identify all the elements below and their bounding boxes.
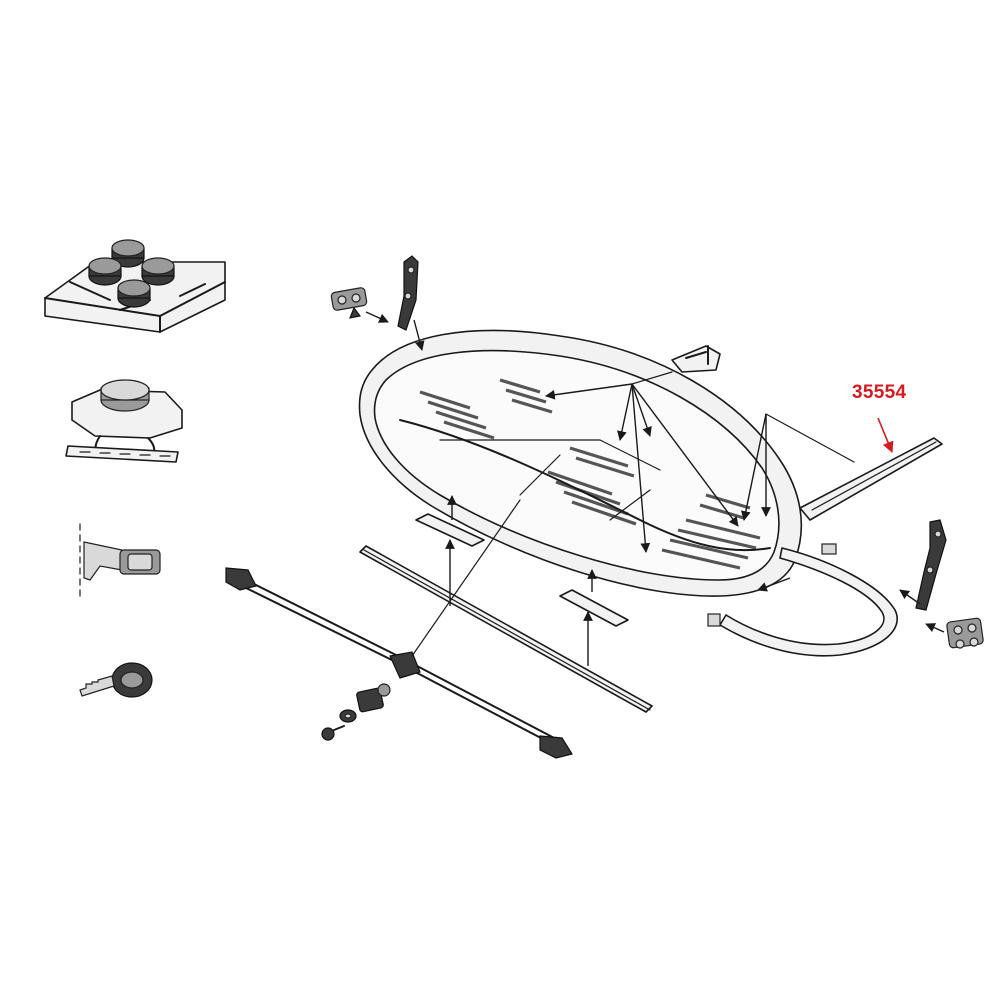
lid-strap — [707, 543, 898, 657]
small-bracket — [671, 345, 721, 373]
hinge-arm-right — [915, 519, 947, 611]
strap-buckle — [79, 523, 161, 601]
knob-icon — [117, 279, 151, 308]
screw-icon — [321, 725, 345, 741]
roof-box-base — [358, 329, 803, 597]
reinforcement-rail — [359, 545, 653, 713]
hinge-arm-left — [397, 255, 419, 331]
mounting-clamp — [65, 379, 183, 463]
lock-cylinder-icon — [356, 683, 391, 713]
lock-rod-assembly — [225, 499, 573, 759]
hinge-bracket — [946, 617, 984, 649]
washer-icon — [339, 709, 357, 723]
rubber-pad — [559, 589, 629, 627]
knob-icon — [88, 257, 122, 286]
rubber-pad — [415, 513, 485, 547]
mounting-clamp-plate-set — [44, 239, 226, 333]
key-icon — [79, 662, 153, 698]
lock-end-left — [225, 567, 257, 591]
lock-center — [389, 651, 421, 679]
knob-icon — [141, 257, 175, 286]
callout-arrow — [877, 417, 894, 454]
hinge-bracket — [330, 287, 368, 319]
lock-end-right — [539, 735, 573, 759]
part-number-callout: 35554 — [852, 382, 907, 403]
support-strip — [799, 437, 943, 521]
